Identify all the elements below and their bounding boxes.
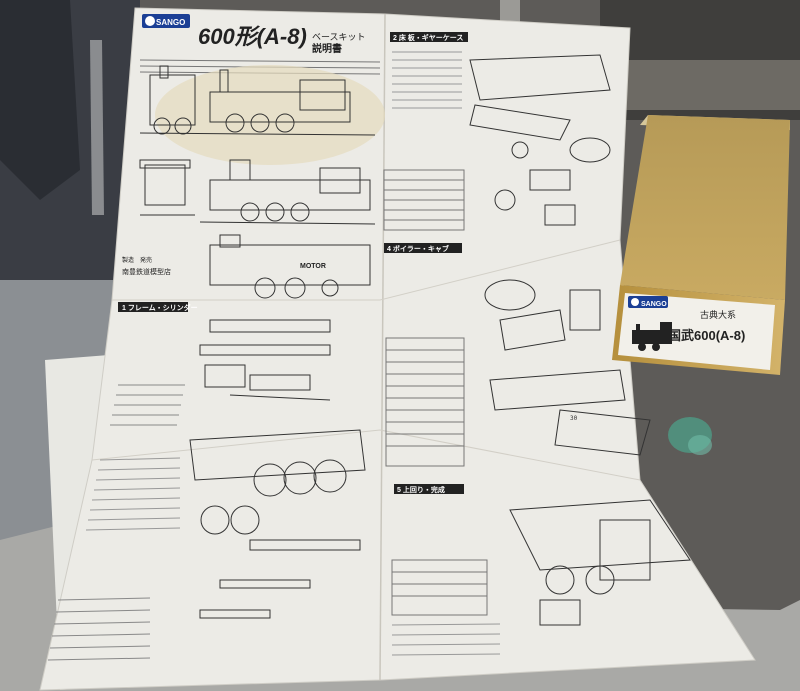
parts-table-right	[383, 169, 465, 231]
boiler-drawing: 30	[484, 279, 651, 456]
parts-table-final	[391, 559, 488, 616]
section-5-heading: 5 上回り・完成	[397, 485, 445, 494]
text-column-left	[85, 457, 181, 531]
loco-drawing-top	[139, 65, 376, 136]
sheet-title: 600形(A-8)	[198, 24, 307, 49]
loco-drawing-motor: MOTOR	[209, 234, 371, 299]
green-stain-2	[688, 435, 712, 455]
loco-drawing-middle	[139, 159, 376, 225]
box-label-line-2: 国武600(A-8)	[668, 328, 745, 343]
sheet-logo	[142, 14, 190, 28]
fold-line-horizontal	[112, 239, 621, 301]
logo-mark-icon	[145, 16, 155, 26]
box-label-line-1: 古典大系	[700, 309, 736, 320]
back-shelf	[620, 60, 800, 110]
box-top	[620, 115, 790, 300]
section-1-bar	[118, 302, 188, 312]
tool-shadow	[0, 0, 80, 200]
section-1-heading: 1 フレーム・シリンダー	[122, 303, 198, 312]
tool-handle	[90, 40, 104, 215]
parts-list-left	[110, 384, 185, 426]
sheet-brand: SANGO	[156, 18, 185, 27]
box-brand: SANGO	[641, 301, 667, 308]
maker-block: 製造 発売 南豊鉄道模型店	[122, 256, 171, 276]
sheet-subtitle-bottom: 説明書	[312, 42, 342, 55]
paper-stain	[155, 65, 385, 165]
box-loco-silhouette	[632, 322, 672, 351]
sheet-header: SANGO 600形(A-8) ベースキット 説明書	[142, 14, 366, 55]
kit-box: SANGO 古典大系 国武600(A-8)	[612, 115, 790, 375]
section-4-heading: 4 ボイラー・キャブ	[387, 244, 449, 253]
section-4-bar	[384, 243, 462, 253]
box-logo-mark-icon	[631, 298, 639, 306]
frame-parts-drawing	[199, 319, 331, 401]
text-column-bottom	[391, 623, 501, 656]
final-assembly-drawing	[509, 499, 691, 626]
section-2-bar	[390, 32, 468, 42]
section-5-bar	[394, 484, 464, 494]
box-logo	[628, 296, 668, 308]
parts-table-boiler	[385, 337, 465, 467]
parts-list-lower	[47, 597, 151, 661]
fold-line-vertical	[379, 13, 386, 681]
motor-label: MOTOR	[300, 263, 326, 270]
maker-line-1: 製造 発売	[122, 256, 152, 264]
chassis-drawing	[189, 429, 366, 619]
section-2-heading: 2 床 板・ギヤーケース	[393, 33, 463, 42]
sheet-subtitle-top: ベースキット	[312, 32, 366, 42]
fold-line-lower	[91, 429, 641, 481]
gearbox-drawing	[469, 54, 611, 226]
svg-text:30: 30	[570, 415, 578, 422]
instruction-sheet	[39, 7, 756, 691]
maker-line-2: 南豊鉄道模型店	[122, 267, 171, 276]
text-column-right	[392, 51, 462, 109]
